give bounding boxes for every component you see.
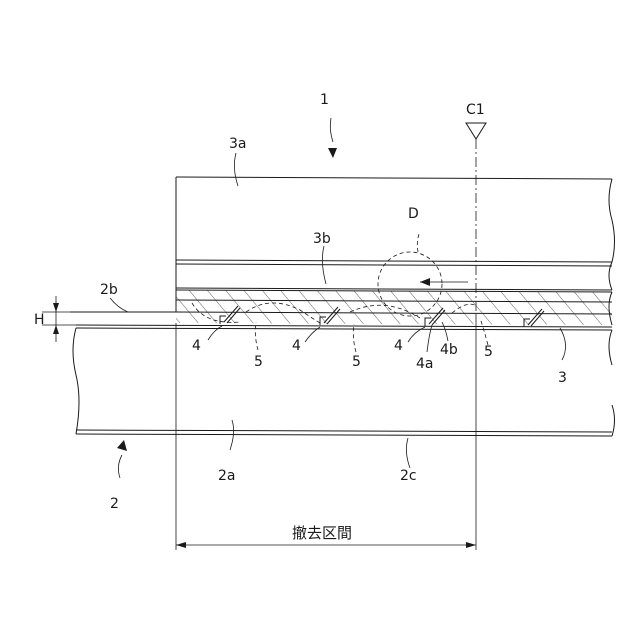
label-ref-4-second: 4 bbox=[292, 338, 301, 354]
label-removal-section: 撤去区間 bbox=[292, 524, 352, 542]
label-ref-h: H bbox=[34, 312, 45, 328]
label-ref-4a: 4a bbox=[416, 356, 434, 372]
base-structure-2 bbox=[70, 312, 615, 436]
hatched-layer-3 bbox=[176, 290, 612, 325]
label-ref-5-first: 5 bbox=[254, 354, 263, 370]
removal-section-dimension bbox=[176, 542, 476, 548]
removal-section-boundaries bbox=[176, 314, 476, 550]
layer-3b bbox=[176, 260, 612, 290]
label-ref-4-first: 4 bbox=[192, 338, 201, 354]
height-dimension-h bbox=[42, 296, 76, 342]
label-ref-5-third: 5 bbox=[484, 344, 493, 360]
label-ref-3: 3 bbox=[558, 370, 567, 386]
label-ref-4b: 4b bbox=[440, 342, 458, 358]
label-ref-2b: 2b bbox=[100, 282, 118, 298]
label-ref-5-second: 5 bbox=[352, 354, 361, 370]
label-ref-2c: 2c bbox=[400, 468, 417, 484]
label-ref-2: 2 bbox=[110, 496, 119, 512]
label-ref-2a: 2a bbox=[218, 468, 236, 484]
label-ref-4-third: 4 bbox=[394, 338, 403, 354]
label-ref-c1: C1 bbox=[466, 102, 485, 118]
label-ref-d: D bbox=[408, 206, 419, 222]
center-line-c1 bbox=[466, 123, 486, 314]
label-ref-3a: 3a bbox=[229, 136, 247, 152]
label-ref-1: 1 bbox=[320, 92, 329, 108]
label-ref-3b: 3b bbox=[313, 231, 331, 247]
